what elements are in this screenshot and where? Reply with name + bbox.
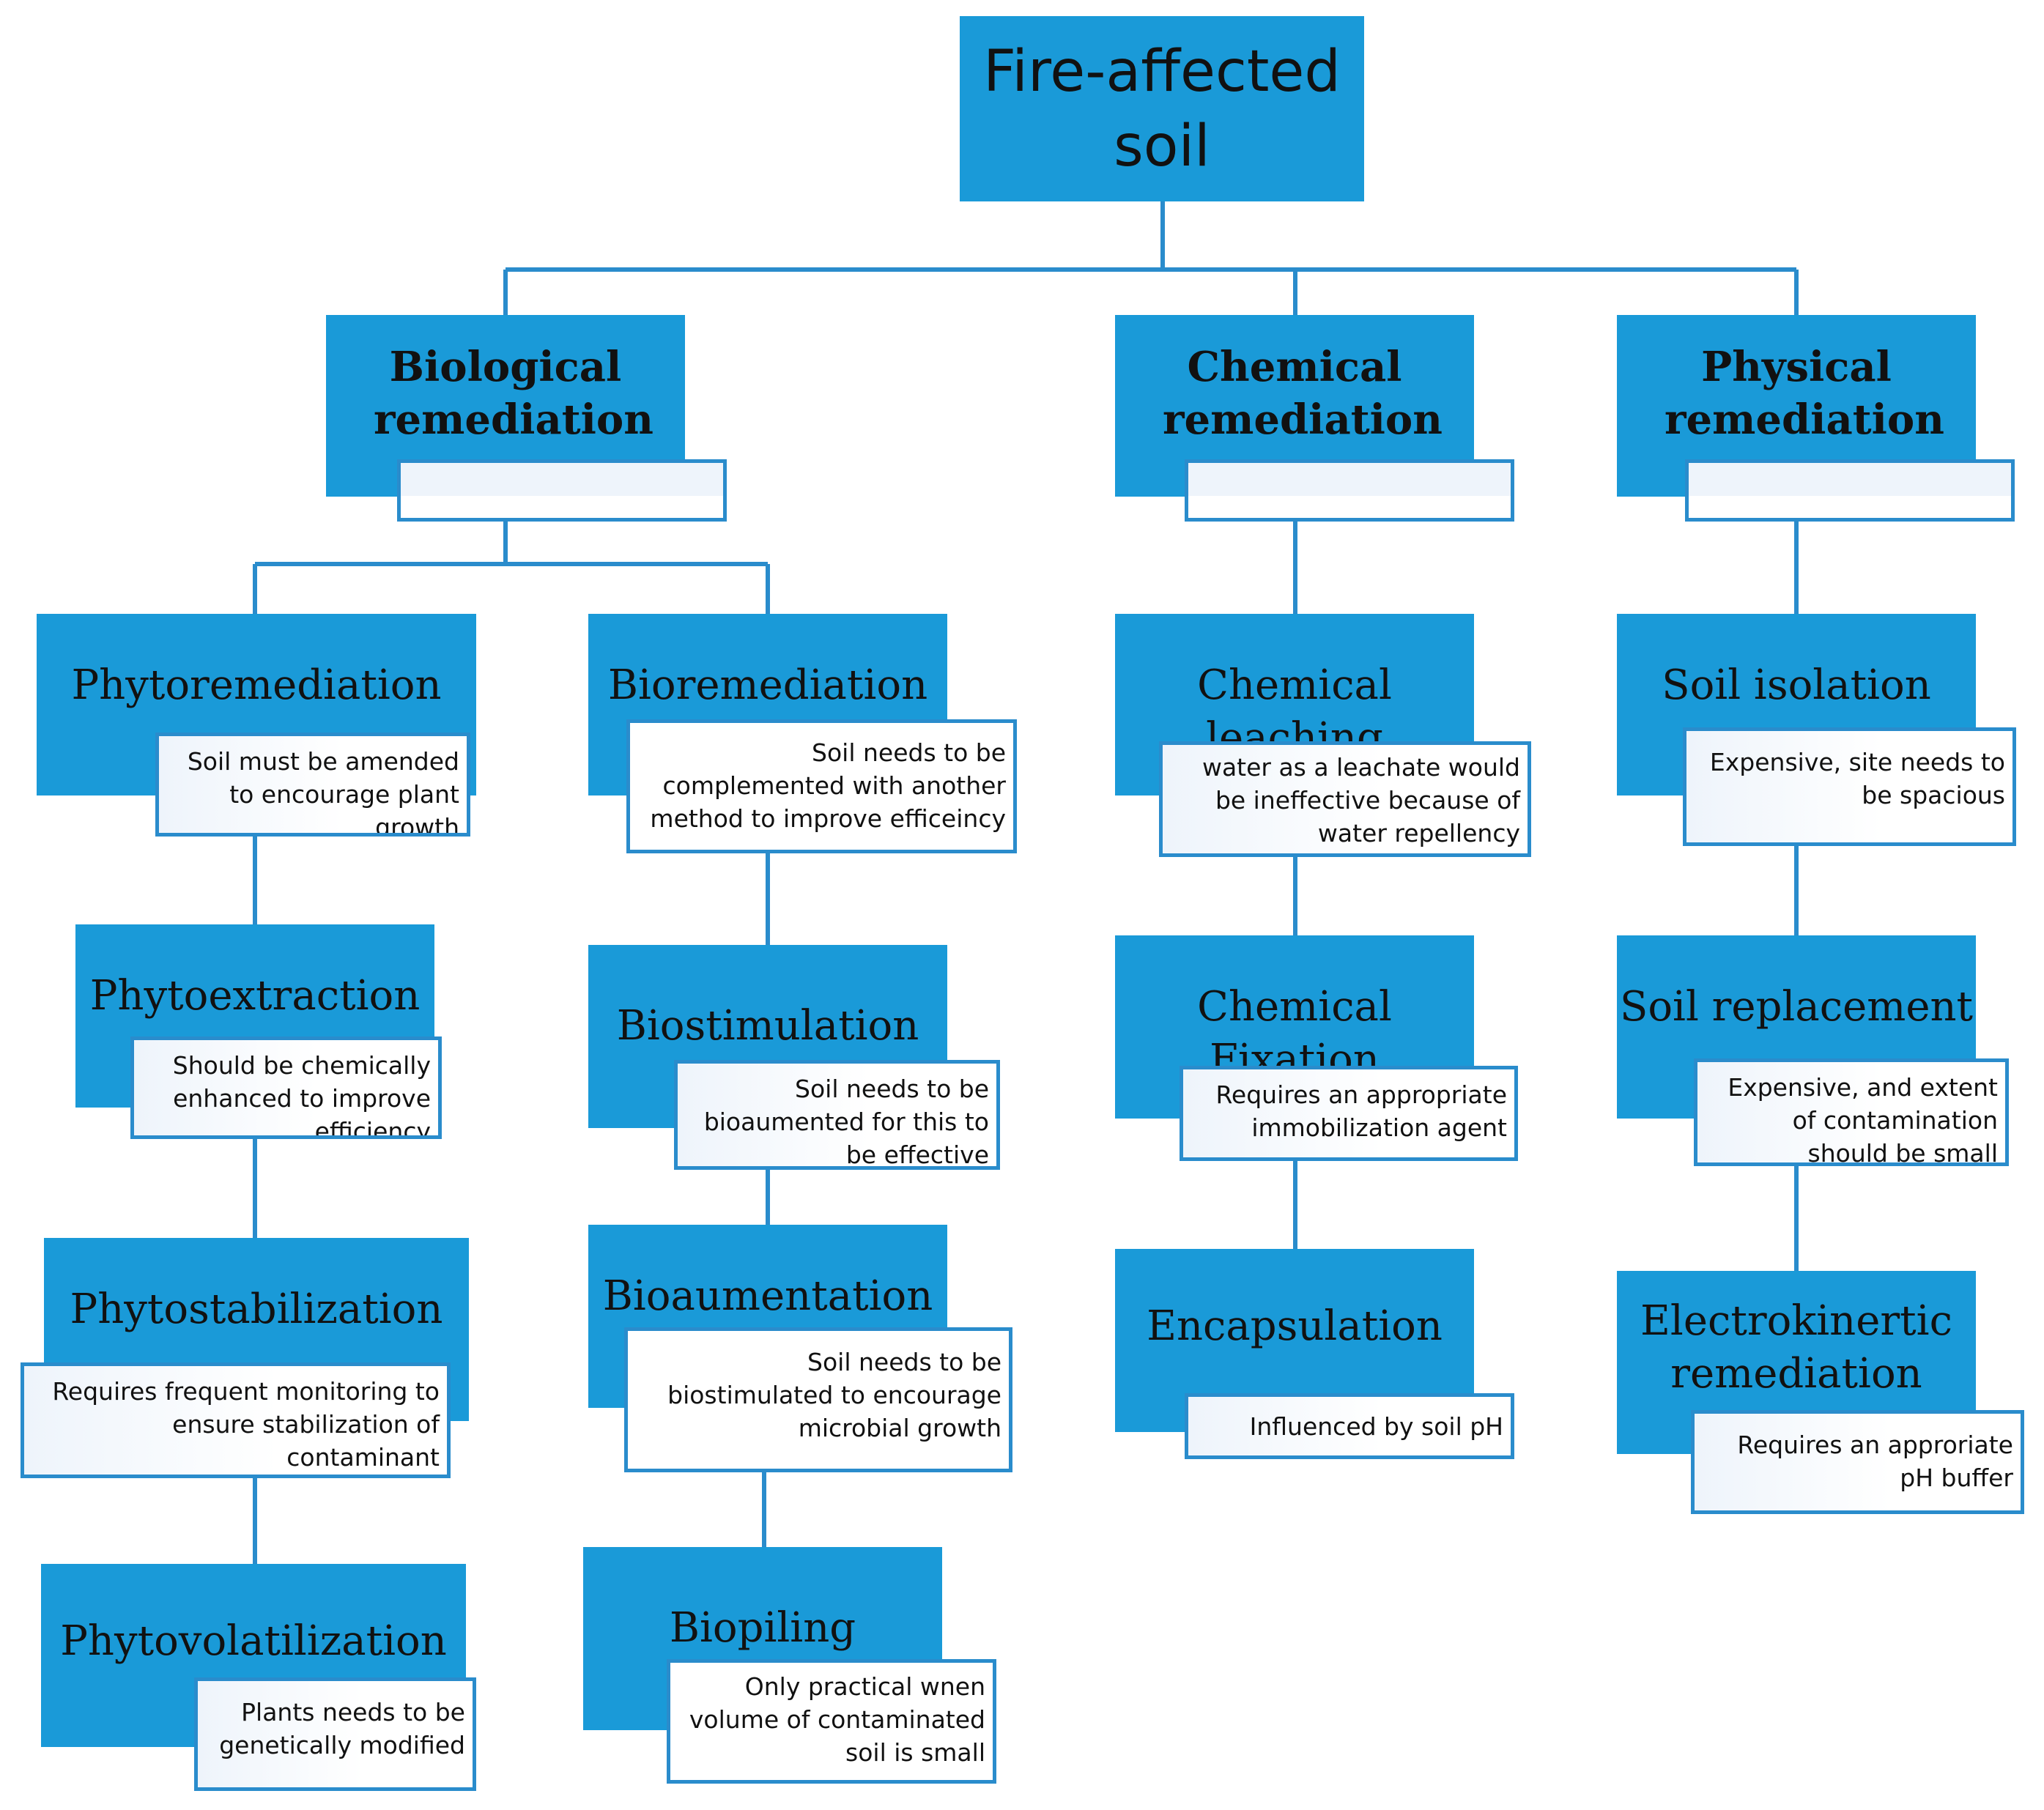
method-note-phytovolatilization: Plants needs to be genetically modified: [194, 1677, 476, 1791]
category-label: Chemical remediation: [1163, 343, 1443, 444]
method-note-bioaumentation: Soil needs to be biostimulated to encour…: [624, 1327, 1012, 1472]
method-note-chemical-leaching: water as a leachate would be ineffective…: [1159, 741, 1531, 857]
category-note-physical: [1685, 459, 2015, 522]
method-note-biostimulation: Soil needs to be bioaumented for this to…: [674, 1060, 1000, 1170]
category-note-chemical: [1185, 459, 1514, 522]
method-note-chemical-fixation: Requires an appropriate immobilization a…: [1180, 1066, 1518, 1161]
category-label: Biological remediation: [374, 343, 653, 444]
method-note-biopiling: Only practical wnen volume of contaminat…: [667, 1659, 996, 1784]
method-note-encapsulation: Influenced by soil pH: [1185, 1393, 1514, 1459]
category-label: Physical remediation: [1665, 343, 1944, 444]
method-note-electrokinertic-remediation: Requires an approriate pH buffer: [1691, 1410, 2024, 1514]
method-note-soil-isolation: Expensive, site needs to be spacious: [1683, 727, 2016, 846]
method-note-phytoextraction: Should be chemically enhanced to improve…: [130, 1036, 442, 1139]
method-note-bioremediation: Soil needs to be complemented with anoth…: [626, 719, 1017, 853]
root-node: Fire-affected soil: [960, 16, 1364, 201]
method-note-soil-replacement: Expensive, and extent of contamination s…: [1694, 1058, 2009, 1166]
method-note-phytostabilization: Requires frequent monitoring to ensure s…: [21, 1362, 451, 1478]
category-note-biological: [397, 459, 727, 522]
root-title: Fire-affected soil: [983, 38, 1341, 179]
method-note-phytoremediation: Soil must be amended to encourage plant …: [155, 732, 470, 837]
